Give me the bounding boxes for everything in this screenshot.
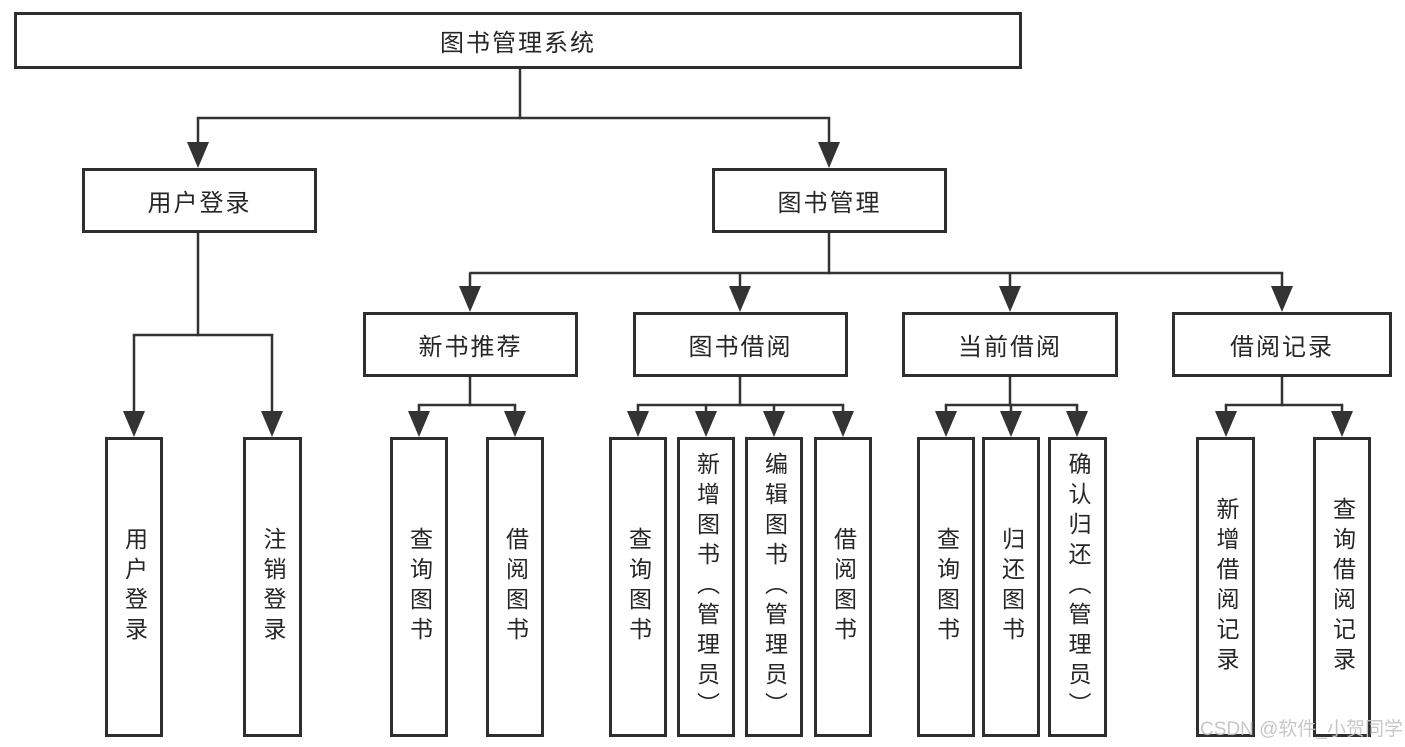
leaf-return-books: 归还图书 — [982, 437, 1040, 737]
node-root-system: 图书管理系统 — [14, 12, 1022, 69]
connector-book-borrow-children — [627, 375, 854, 437]
connector-root-to-level2 — [187, 69, 840, 168]
leaf-add-borrow-record: 新增借阅记录 — [1196, 437, 1255, 737]
leaf-query-books-current: 查询图书 — [917, 437, 975, 737]
node-current-borrow: 当前借阅 — [902, 312, 1118, 377]
csdn-watermark: CSDN @软件_小贺同学 — [1200, 719, 1403, 740]
connector-new-book-children — [408, 375, 526, 437]
node-book-management: 图书管理 — [712, 168, 947, 233]
connector-user-login-children — [123, 231, 283, 437]
connector-current-borrow-children — [935, 375, 1088, 437]
leaf-logout: 注销登录 — [243, 437, 302, 737]
node-book-borrow: 图书借阅 — [633, 312, 848, 377]
leaf-edit-books-admin: 编辑图书（管理员） — [745, 437, 803, 737]
leaf-user-login: 用户登录 — [105, 437, 163, 737]
connector-borrow-record-children — [1215, 375, 1353, 437]
node-borrow-record: 借阅记录 — [1172, 312, 1392, 377]
leaf-confirm-return-admin: 确认归还（管理员） — [1048, 437, 1107, 737]
leaf-add-books-admin: 新增图书（管理员） — [677, 437, 735, 737]
leaf-query-books-recommend: 查询图书 — [390, 437, 448, 737]
leaf-query-borrow-record: 查询借阅记录 — [1313, 437, 1371, 737]
node-new-book-recommend: 新书推荐 — [363, 312, 578, 377]
leaf-borrow-books: 借阅图书 — [814, 437, 872, 737]
leaf-borrow-books-recommend: 借阅图书 — [486, 437, 544, 737]
leaf-query-books-borrow: 查询图书 — [609, 437, 667, 737]
connector-book-management-to-level3 — [459, 231, 1293, 312]
node-user-login: 用户登录 — [82, 168, 317, 233]
